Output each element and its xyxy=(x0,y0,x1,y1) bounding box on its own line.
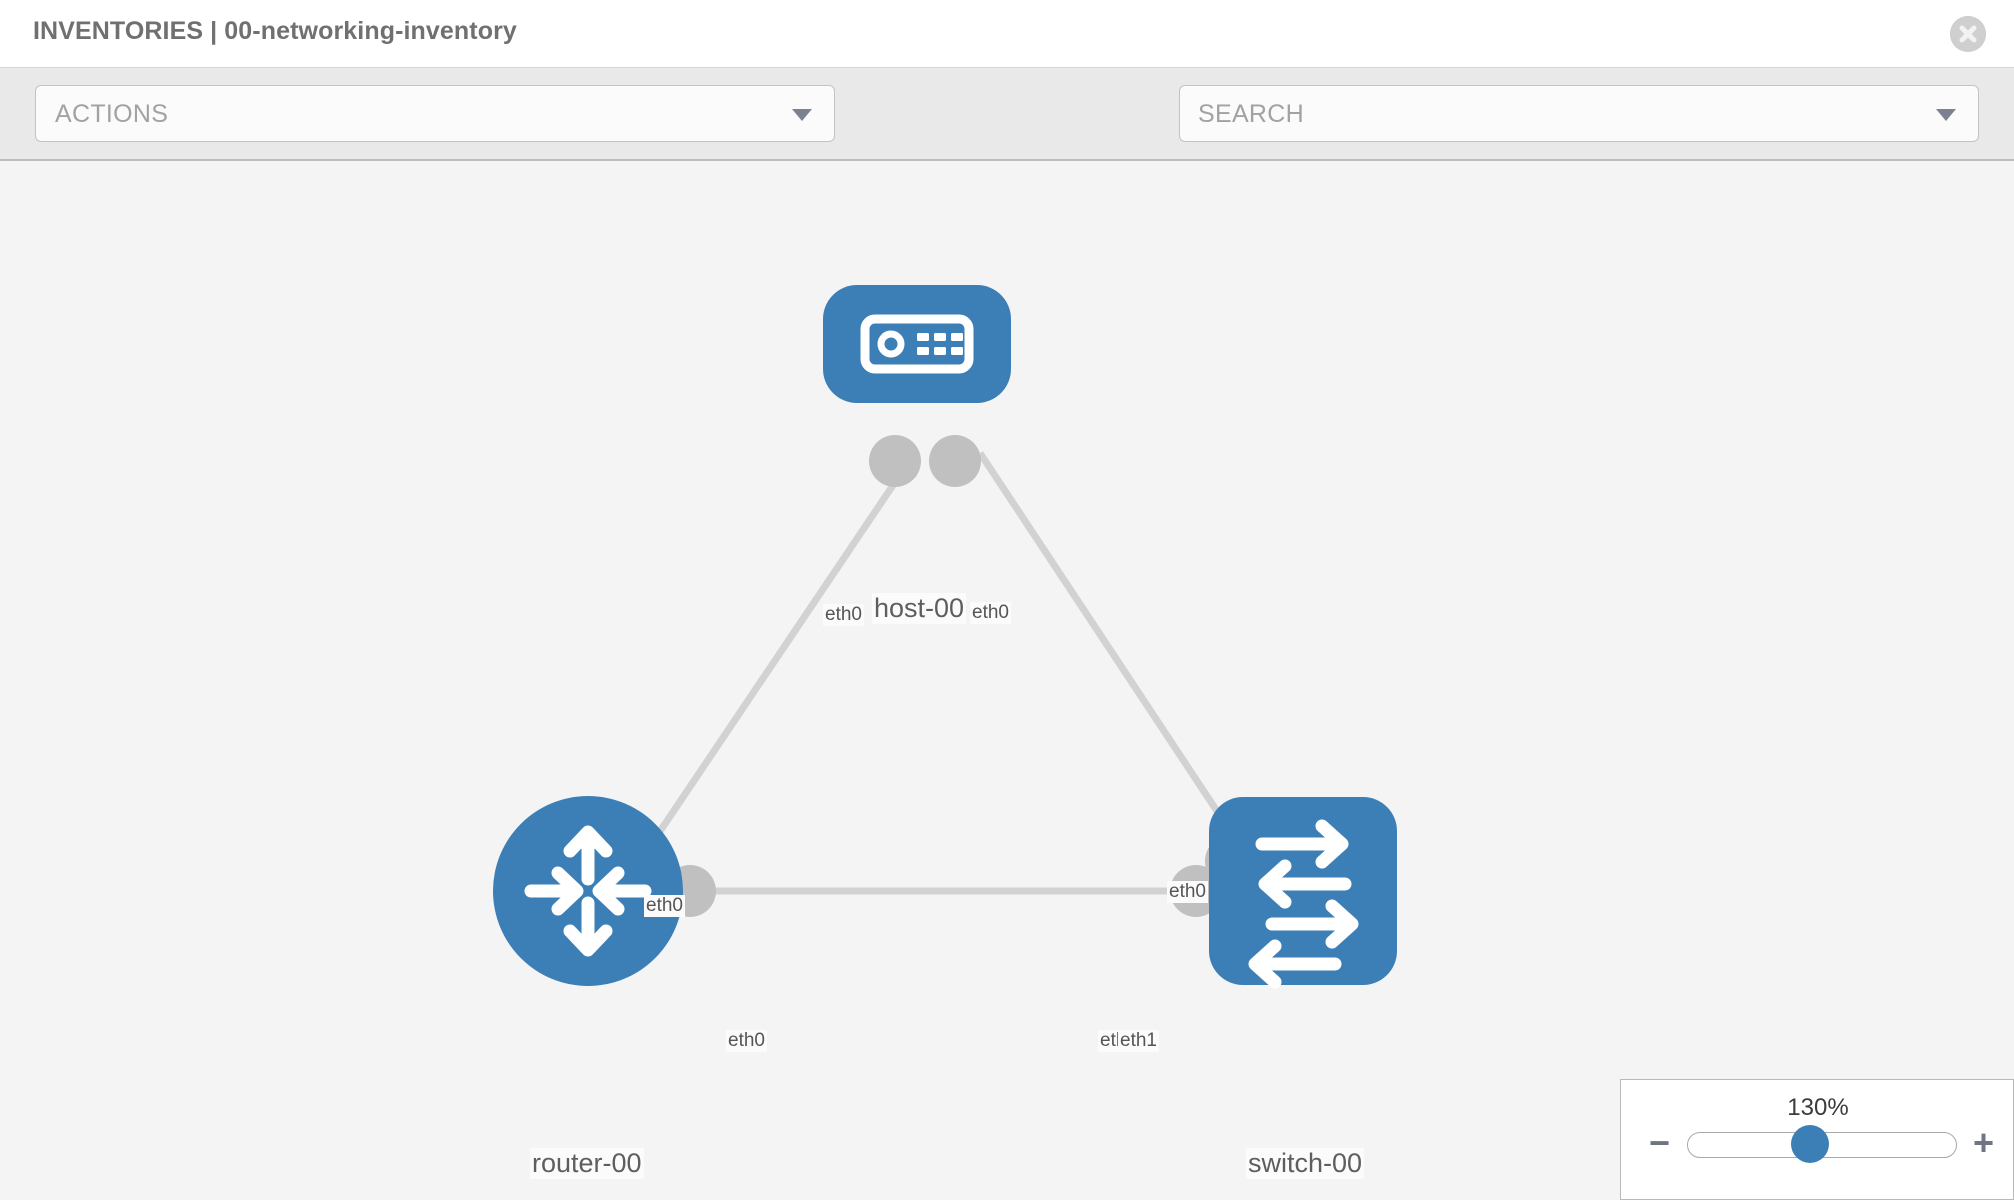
toolbar: ACTIONS xyxy=(0,68,2014,204)
topology-interface-dots xyxy=(614,435,1257,917)
topology-graph xyxy=(493,285,1397,989)
edge-label-switch-up-eth0: eth0 xyxy=(1167,881,1208,903)
edge-label-router-right-eth0: eth0 xyxy=(726,1030,767,1052)
edge-label-host-left-eth0: eth0 xyxy=(823,604,864,626)
chevron-down-icon xyxy=(792,108,812,121)
zoom-control-panel: 130% − + xyxy=(1620,1079,2014,1200)
topology-links xyxy=(637,449,1253,895)
zoom-percent-label: 130% xyxy=(1787,1094,1849,1121)
search-field-wrapper xyxy=(1179,85,1979,143)
page-title: INVENTORIES | 00-networking-inventory xyxy=(33,17,517,45)
node-host-00 xyxy=(823,285,1011,403)
edge-label-host-right-eth0: eth0 xyxy=(970,602,1011,624)
interface-dot-host-right xyxy=(929,435,981,487)
node-router-00 xyxy=(493,796,683,986)
link-host-switch xyxy=(977,451,1253,863)
node-label-router-00: router-00 xyxy=(530,1148,644,1179)
chevron-down-icon[interactable] xyxy=(1936,108,1956,121)
actions-dropdown[interactable]: ACTIONS xyxy=(35,85,835,142)
search-input[interactable] xyxy=(1196,86,1920,143)
switch-bidirectional-arrows-icon xyxy=(1248,819,1359,989)
node-label-switch-00: switch-00 xyxy=(1246,1148,1365,1179)
edge-label-router-up-eth0: eth0 xyxy=(644,895,685,917)
router-four-arrows-icon xyxy=(524,825,652,957)
zoom-slider-thumb[interactable] xyxy=(1791,1125,1829,1163)
topology-canvas[interactable]: eth0 eth0 eth0 eth0 eth0 eth eth1 host-0… xyxy=(0,161,2014,1200)
close-icon[interactable] xyxy=(1950,16,1986,52)
interface-dot-host-left xyxy=(869,435,921,487)
link-host-router xyxy=(637,449,919,863)
node-label-host-00: host-00 xyxy=(872,593,967,624)
actions-dropdown-label: ACTIONS xyxy=(55,100,169,128)
page-header: INVENTORIES | 00-networking-inventory xyxy=(0,0,2014,68)
plus-icon[interactable]: + xyxy=(1973,1122,1995,1163)
minus-icon[interactable]: − xyxy=(1649,1122,1671,1163)
edge-label-switch-left-eth1: eth1 xyxy=(1118,1030,1159,1052)
node-switch-00 xyxy=(1209,797,1397,989)
server-device-icon xyxy=(860,314,974,374)
